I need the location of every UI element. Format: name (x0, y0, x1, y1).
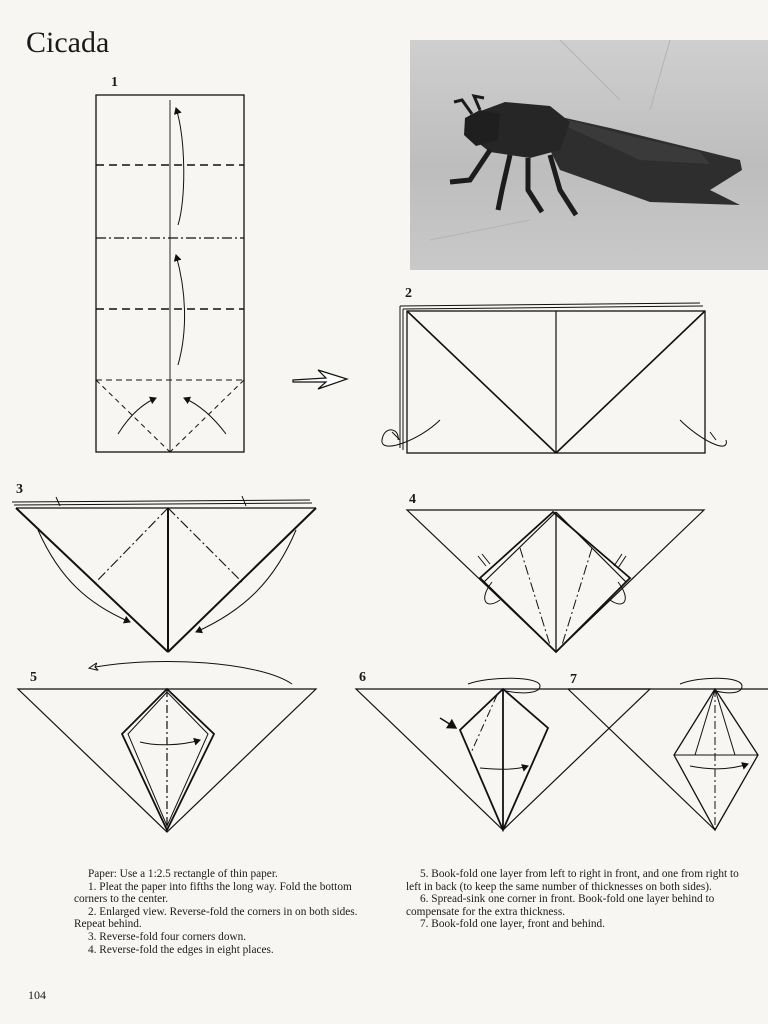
step-4-diagram (405, 509, 706, 654)
step-number-4: 4 (409, 492, 416, 507)
instruction-step-4: 4. Reverse-fold the edges in eight place… (88, 943, 274, 956)
folding-diagrams (11, 94, 768, 833)
cicada-silhouette (429, 40, 742, 241)
step-7-diagram (567, 677, 768, 832)
step-number-5: 5 (30, 670, 37, 685)
step-number-2: 2 (405, 286, 412, 301)
cicada-photo (410, 40, 768, 270)
instruction-paper: Paper: Use a 1:2.5 rectangle of thin pap… (88, 868, 278, 880)
step-number-7: 7 (570, 672, 577, 687)
step-number-1: 1 (111, 75, 118, 90)
instruction-step-1: 1. Pleat the paper into fifths the long … (74, 880, 352, 906)
instruction-step-3: 3. Reverse-fold four corners down. (88, 930, 247, 943)
page-title: Cicada (26, 26, 110, 59)
instruction-step-2: 2. Enlarged view. Reverse-fold the corne… (74, 905, 358, 931)
instructions-right-column: 5. Book-fold one layer from left to righ… (406, 868, 754, 931)
step-3-diagram (11, 495, 317, 653)
step-5-diagram (16, 660, 318, 833)
instructions-left-column: Paper: Use a 1:2.5 rectangle of thin pap… (74, 868, 380, 956)
step-1-diagram (95, 94, 245, 453)
page-number: 104 (28, 988, 46, 1002)
instruction-step-7: 7. Book-fold one layer, front and behind… (420, 918, 605, 931)
enlarge-arrow-icon (292, 369, 349, 390)
instruction-step-5: 5. Book-fold one layer from left to righ… (406, 868, 739, 893)
instruction-step-6: 6. Spread-sink one corner in front. Book… (406, 893, 715, 918)
step-6-diagram (354, 677, 652, 833)
step-number-3: 3 (16, 482, 23, 497)
step-number-6: 6 (359, 670, 366, 685)
step-2-diagram (381, 302, 727, 454)
